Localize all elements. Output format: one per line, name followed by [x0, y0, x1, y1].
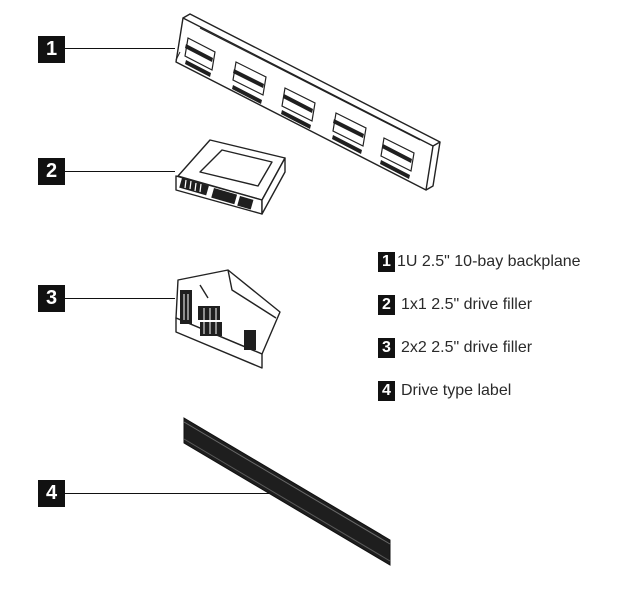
legend-label-1: 1U 2.5" 10-bay backplane	[397, 253, 581, 270]
callout-3: 3	[38, 285, 65, 312]
legend-number-2: 2	[378, 295, 395, 315]
legend-item-drive-type-label: 4 Drive type label	[378, 381, 640, 401]
leader-line-2	[65, 171, 175, 172]
callout-4: 4	[38, 480, 65, 507]
legend-label-4: Drive type label	[401, 382, 512, 399]
legend: 1 1U 2.5" 10-bay backplane 2 1x1 2.5" dr…	[378, 252, 640, 424]
leader-line-1	[65, 48, 175, 49]
legend-number-3: 3	[378, 338, 395, 358]
legend-item-1x1-filler: 2 1x1 2.5" drive filler	[378, 295, 640, 315]
leader-line-3	[65, 298, 175, 299]
legend-label-2: 1x1 2.5" drive filler	[401, 296, 533, 313]
legend-number-1: 1	[378, 252, 395, 272]
legend-item-backplane: 1 1U 2.5" 10-bay backplane	[378, 252, 640, 272]
legend-label-3: 2x2 2.5" drive filler	[401, 339, 533, 356]
legend-item-2x2-filler: 3 2x2 2.5" drive filler	[378, 338, 640, 358]
callout-1: 1	[38, 36, 65, 63]
leader-line-4	[65, 493, 279, 494]
legend-number-4: 4	[378, 381, 395, 401]
callout-2: 2	[38, 158, 65, 185]
